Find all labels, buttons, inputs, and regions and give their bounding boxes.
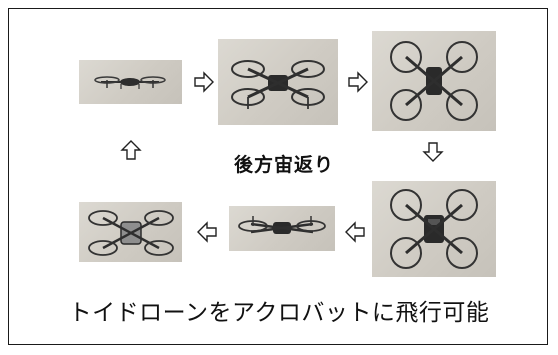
arrow-left-2 <box>196 221 218 243</box>
right-arrow-icon <box>348 71 368 93</box>
photo-step-6 <box>79 202 182 262</box>
arrow-right-2 <box>347 71 369 93</box>
photo-step-4 <box>372 181 496 277</box>
photo-step-3 <box>372 31 496 131</box>
left-arrow-icon <box>197 221 217 243</box>
arrow-up <box>120 139 142 161</box>
drone-tilt-icon <box>231 60 325 109</box>
drone-underside-icon <box>88 210 174 256</box>
down-arrow-icon <box>422 142 444 162</box>
photo-step-5 <box>229 206 335 251</box>
figure-title: 後方宙返り <box>233 154 334 176</box>
drone-topdown-rotated-icon <box>390 189 478 269</box>
up-arrow-icon <box>120 140 142 160</box>
figure-frame: 後方宙返り <box>8 8 548 345</box>
arrow-down <box>422 141 444 163</box>
photo-step-1 <box>79 60 182 104</box>
arrow-right-1 <box>193 71 215 93</box>
left-arrow-icon <box>345 221 365 243</box>
drone-topdown-icon <box>390 41 478 121</box>
drone-inverted-icon <box>238 216 326 234</box>
figure-caption: トイドローンをアクロバットに飛行可能 <box>68 300 490 326</box>
arrow-left-1 <box>344 221 366 243</box>
drone-level-icon <box>94 76 166 89</box>
right-arrow-icon <box>194 71 214 93</box>
photo-step-2 <box>218 39 338 125</box>
